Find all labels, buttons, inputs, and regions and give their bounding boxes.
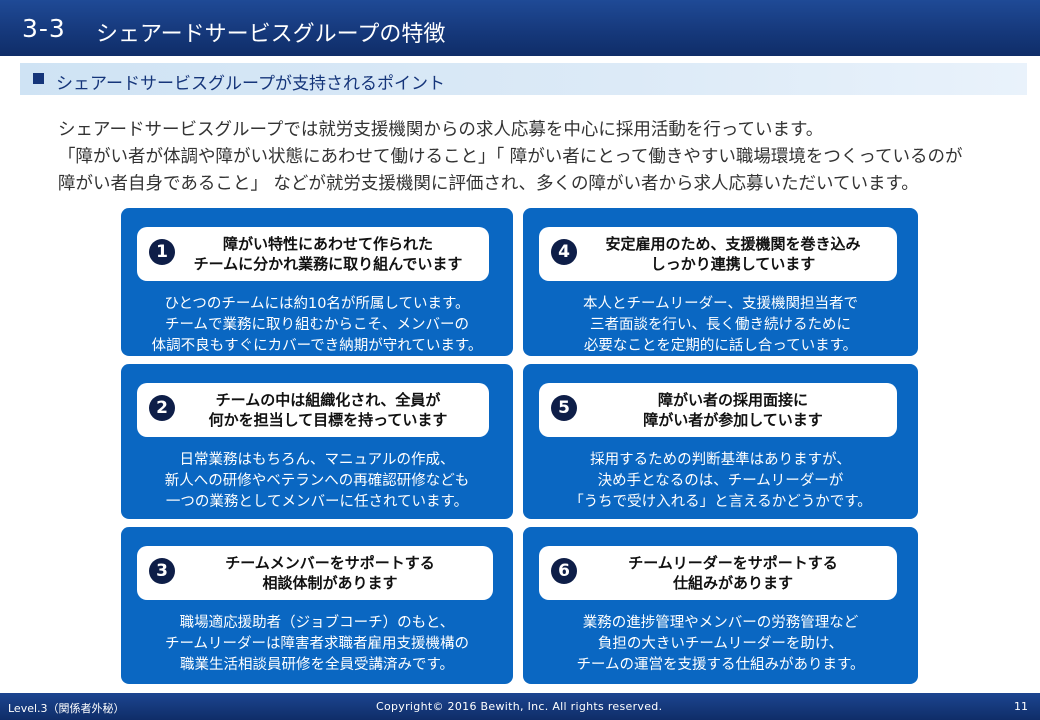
confidentiality-level: Level.3（関係者外秘） (8, 702, 125, 715)
card-heading-line: 仕組みがあります (672, 574, 793, 592)
card-heading-line: 障がい者の採用面接に (657, 391, 808, 409)
card-body-line: 負担の大きいチームリーダーを助け、 (597, 636, 844, 652)
card-body: ひとつのチームには約10名が所属しています。 チームで業務に取り組むからこそ、メ… (121, 294, 513, 357)
card-body-line: 職業生活相談員研修を全員受講済みです。 (179, 657, 455, 673)
card-body-line: 採用するための判断基準はありますが、 (590, 452, 851, 468)
card-heading-line: チームの中は組織化され、全員が (215, 391, 441, 409)
card-body-line: 「うちで受け入れる」と言えるかどうかです。 (569, 494, 872, 510)
intro-paragraph: シェアードサービスグループでは就労支援機関からの求人応募を中心に採用活動を行って… (58, 117, 1018, 198)
intro-line: 「障がい者が体調や障がい状態にあわせて働けること」「 障がい者にとって働きやすい… (58, 147, 963, 167)
subheading-text: シェアードサービスグループが支持されるポイント (56, 74, 445, 94)
card-body-line: 三者面談を行い、長く働き続けるために (590, 317, 851, 333)
card-body: 採用するための判断基準はありますが、 決め手となるのは、チームリーダーが 「うち… (523, 450, 918, 513)
card-body-line: 職場適応援助者（ジョブコーチ）のもと、 (179, 615, 455, 631)
square-bullet-icon (33, 73, 44, 84)
section-number: 3-3 (22, 14, 66, 43)
number-badge-icon: 5 (551, 395, 577, 421)
point-card-4: 4 安定雇用のため、支援機関を巻き込み しっかり連携しています 本人とチームリー… (523, 208, 918, 356)
card-heading-pill: 2 チームの中は組織化され、全員が 何かを担当して目標を持っています (137, 383, 489, 437)
card-body-line: 本人とチームリーダー、支援機関担当者で (583, 296, 858, 312)
point-card-3: 3 チームメンバーをサポートする 相談体制があります 職場適応援助者（ジョブコー… (121, 527, 513, 684)
number-badge-icon: 6 (551, 558, 577, 584)
number-badge-icon: 3 (149, 558, 175, 584)
card-body-line: 体調不良もすぐにカバーでき納期が守れています。 (151, 338, 483, 354)
card-body: 業務の進捗管理やメンバーの労務管理など 負担の大きいチームリーダーを助け、 チー… (523, 613, 918, 676)
number-badge-icon: 2 (149, 395, 175, 421)
card-body-line: 新人への研修やベテランへの再確認研修なども (164, 473, 470, 489)
slide-header: 3-3 シェアードサービスグループの特徴 (0, 0, 1040, 56)
card-body-line: 業務の進捗管理やメンバーの労務管理など (582, 615, 859, 631)
card-body-line: チームリーダーは障害者求職者雇用支援機構の (164, 636, 470, 652)
card-heading: 障がい者の採用面接に 障がい者が参加しています (569, 390, 897, 430)
card-body-line: 決め手となるのは、チームリーダーが (597, 473, 844, 489)
card-heading-line: 相談体制があります (262, 574, 398, 592)
card-heading-pill: 1 障がい特性にあわせて作られた チームに分かれ業務に取り組んでいます (137, 227, 489, 281)
card-heading-line: チームリーダーをサポートする (628, 554, 838, 572)
card-body-line: 日常業務はもちろん、マニュアルの作成、 (179, 452, 455, 468)
card-body: 日常業務はもちろん、マニュアルの作成、 新人への研修やベテランへの再確認研修など… (121, 450, 513, 513)
card-heading: チームリーダーをサポートする 仕組みがあります (569, 553, 897, 593)
slide-title: シェアードサービスグループの特徴 (96, 22, 446, 47)
number-badge-icon: 4 (551, 239, 577, 265)
card-heading-line: チームメンバーをサポートする (225, 554, 435, 572)
point-card-5: 5 障がい者の採用面接に 障がい者が参加しています 採用するための判断基準はあり… (523, 364, 918, 519)
card-heading: 障がい特性にあわせて作られた チームに分かれ業務に取り組んでいます (167, 234, 489, 274)
card-heading: 安定雇用のため、支援機関を巻き込み しっかり連携しています (569, 234, 897, 274)
card-heading-pill: 5 障がい者の採用面接に 障がい者が参加しています (539, 383, 897, 437)
point-card-2: 2 チームの中は組織化され、全員が 何かを担当して目標を持っています 日常業務は… (121, 364, 513, 519)
card-body: 本人とチームリーダー、支援機関担当者で 三者面談を行い、長く働き続けるために 必… (523, 294, 918, 357)
card-heading-line: チームに分かれ業務に取り組んでいます (193, 255, 463, 273)
card-body-line: チームの運営を支援する仕組みがあります。 (576, 657, 865, 673)
subheading-band: シェアードサービスグループが支持されるポイント (20, 63, 1027, 95)
card-heading-pill: 4 安定雇用のため、支援機関を巻き込み しっかり連携しています (539, 227, 897, 281)
card-heading-line: しっかり連携しています (650, 255, 816, 273)
card-heading-line: 何かを担当して目標を持っています (208, 411, 448, 429)
card-body-line: チームで業務に取り組むからこそ、メンバーの (164, 317, 470, 333)
intro-line: シェアードサービスグループでは就労支援機関からの求人応募を中心に採用活動を行って… (58, 120, 824, 140)
intro-line: 障がい者自身であること」 などが就労支援機関に評価され、多くの障がい者から求人応… (58, 174, 919, 194)
card-heading-pill: 6 チームリーダーをサポートする 仕組みがあります (539, 546, 897, 600)
card-heading-pill: 3 チームメンバーをサポートする 相談体制があります (137, 546, 493, 600)
card-body: 職場適応援助者（ジョブコーチ）のもと、 チームリーダーは障害者求職者雇用支援機構… (121, 613, 513, 676)
point-card-6: 6 チームリーダーをサポートする 仕組みがあります 業務の進捗管理やメンバーの労… (523, 527, 918, 684)
card-body-line: 一つの業務としてメンバーに任されています。 (165, 494, 469, 510)
card-heading-line: 障がい者が参加しています (643, 411, 823, 429)
slide-footer: Level.3（関係者外秘） Copyright© 2016 Bewith, I… (0, 693, 1040, 720)
number-badge-icon: 1 (149, 239, 175, 265)
card-heading: チームメンバーをサポートする 相談体制があります (167, 553, 493, 593)
copyright: Copyright© 2016 Bewith, Inc. All rights … (376, 700, 663, 713)
page-number: 11 (1014, 700, 1028, 713)
card-body-line: 必要なことを定期的に話し合っています。 (583, 338, 858, 354)
card-heading-line: 障がい特性にあわせて作られた (222, 235, 433, 253)
card-heading-line: 安定雇用のため、支援機関を巻き込み (605, 235, 861, 253)
card-heading: チームの中は組織化され、全員が 何かを担当して目標を持っています (167, 390, 489, 430)
point-card-1: 1 障がい特性にあわせて作られた チームに分かれ業務に取り組んでいます ひとつの… (121, 208, 513, 356)
card-body-line: ひとつのチームには約10名が所属しています。 (164, 296, 470, 312)
